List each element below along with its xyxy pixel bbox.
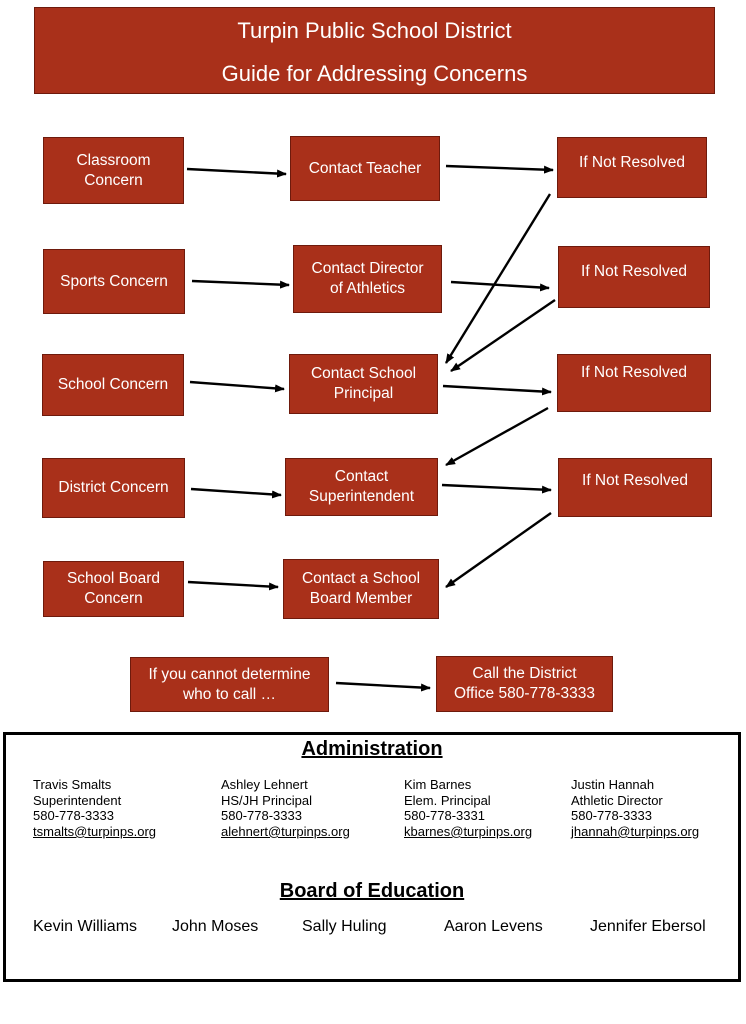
school-concern-box: School Concern <box>42 354 184 416</box>
flow-arrows <box>186 164 556 692</box>
board-member: Kevin Williams <box>33 918 138 935</box>
arrow-school-to-principal <box>189 380 285 393</box>
contact-principal-box: Contact School Principal <box>289 354 438 414</box>
fallback-question-box: If you cannot determine who to call … <box>130 657 329 712</box>
admin-name: Ashley Lehnert <box>221 777 308 792</box>
administration-heading: Administration <box>301 738 443 760</box>
arrow-resolved3-to-superintendent <box>445 406 549 467</box>
contact-teacher-box: Contact Teacher <box>290 136 440 201</box>
admin-email-link[interactable]: kbarnes@turpinps.org <box>404 823 533 839</box>
admin-title: HS/JH Principal <box>221 792 313 808</box>
admin-email-link[interactable]: jhannah@turpinps.org <box>571 823 700 839</box>
board-heading: Board of Education <box>279 880 465 902</box>
arrow-athletics-to-if-not-resolved <box>450 280 550 292</box>
classroom-concern-box: Classroom Concern <box>43 137 184 204</box>
admin-phone: 580-778-3333 <box>571 808 652 824</box>
contact-board-member-box: Contact a School Board Member <box>283 559 439 619</box>
header-banner: Turpin Public School District Guide for … <box>34 7 715 94</box>
district-title: Turpin Public School District <box>237 18 512 43</box>
guide-title: Guide for Addressing Concerns <box>221 61 528 86</box>
if-not-resolved-box-2: If Not Resolved <box>558 246 710 308</box>
admin-person-hs-principal: Ashley Lehnert HS/JH Principal 580-778-3… <box>221 777 350 839</box>
admin-name: Travis Smalts <box>33 777 112 792</box>
arrow-superintendent-to-if-not-resolved <box>441 483 552 494</box>
admin-title: Superintendent <box>33 792 122 808</box>
sports-concern-box: Sports Concern <box>43 249 185 314</box>
board-member: John Moses <box>172 918 259 935</box>
district-concern-box: District Concern <box>42 458 185 518</box>
admin-phone: 580-778-3331 <box>404 808 485 824</box>
admin-person-superintendent: Travis Smalts Superintendent 580-778-333… <box>33 777 156 839</box>
admin-phone: 580-778-3333 <box>221 808 302 824</box>
arrow-district-to-superintendent <box>190 487 282 499</box>
admin-title: Athletic Director <box>571 792 663 808</box>
admin-email-link[interactable]: alehnert@turpinps.org <box>221 823 350 839</box>
if-not-resolved-box-4: If Not Resolved <box>558 458 712 517</box>
admin-person-elem-principal: Kim Barnes Elem. Principal 580-778-3331 … <box>404 777 532 839</box>
board-member: Jennifer Ebersol <box>590 918 706 935</box>
admin-phone: 580-778-3333 <box>33 808 114 824</box>
contacts-panel: Administration Travis Smalts Superintend… <box>3 732 741 982</box>
admin-title: Elem. Principal <box>404 792 491 808</box>
arrow-resolved2-to-principal <box>450 299 556 372</box>
arrow-classroom-to-teacher <box>186 167 287 178</box>
if-not-resolved-box-3: If Not Resolved <box>557 354 711 412</box>
arrow-resolved1-to-principal <box>444 193 552 364</box>
board-member: Aaron Levens <box>444 918 543 935</box>
admin-person-athletic-director: Justin Hannah Athletic Director 580-778-… <box>571 777 699 839</box>
arrow-resolved4-to-board-member <box>445 512 552 588</box>
arrow-teacher-to-if-not-resolved <box>445 164 554 174</box>
call-district-office-box: Call the District Office 580-778-3333 <box>436 656 613 712</box>
arrow-sports-to-athletics <box>191 279 290 289</box>
admin-name: Kim Barnes <box>404 777 472 792</box>
school-board-concern-box: School Board Concern <box>43 561 184 617</box>
contact-athletic-director-box: Contact Director of Athletics <box>293 245 442 313</box>
admin-name: Justin Hannah <box>571 777 655 792</box>
if-not-resolved-box-1: If Not Resolved <box>557 137 707 198</box>
admin-email-link[interactable]: tsmalts@turpinps.org <box>33 823 157 839</box>
board-member: Sally Huling <box>302 918 387 935</box>
contact-superintendent-box: Contact Superintendent <box>285 458 438 516</box>
arrow-board-concern-to-member <box>187 580 279 591</box>
arrow-principal-to-if-not-resolved <box>442 384 552 396</box>
arrow-fallback-to-district-office <box>335 681 431 692</box>
